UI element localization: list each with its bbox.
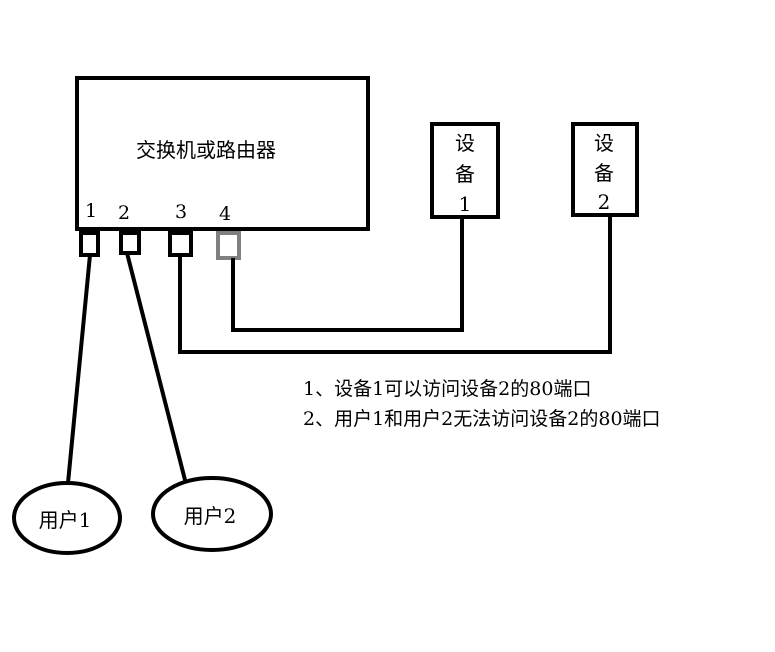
note-1: 1、设备1可以访问设备2的80端口 bbox=[303, 378, 591, 400]
port-2 bbox=[119, 231, 141, 255]
port-1 bbox=[79, 231, 100, 257]
device-1-label-line3: 1 bbox=[459, 192, 472, 216]
device-1-label-line2: 备 bbox=[455, 162, 475, 186]
user-2-label: 用户2 bbox=[184, 504, 237, 528]
user-2-node bbox=[151, 476, 273, 552]
device-2-label-line1: 设 bbox=[594, 131, 614, 155]
wire-port3-device2 bbox=[178, 215, 612, 354]
wire-port4-device1 bbox=[231, 217, 464, 332]
user-1-node bbox=[12, 481, 122, 555]
switch-label: 交换机或路由器 bbox=[136, 138, 276, 162]
device-2-label-line3: 2 bbox=[598, 190, 611, 214]
device-1-box bbox=[430, 122, 500, 219]
port-3 bbox=[168, 231, 193, 257]
port-4 bbox=[216, 231, 241, 260]
note-2: 2、用户1和用户2无法访问设备2的80端口 bbox=[303, 408, 661, 430]
port-label-2: 2 bbox=[118, 202, 130, 224]
device-1-label-line1: 设 bbox=[455, 131, 475, 155]
wire-port1-user1 bbox=[66, 254, 92, 484]
port-label-3: 3 bbox=[175, 201, 187, 223]
wire-port2-user2 bbox=[125, 252, 187, 481]
port-label-4: 4 bbox=[219, 203, 231, 225]
device-2-box bbox=[571, 122, 639, 217]
port-label-1: 1 bbox=[85, 200, 97, 222]
switch-box bbox=[75, 76, 370, 231]
user-1-label: 用户1 bbox=[39, 508, 92, 532]
device-2-label-line2: 备 bbox=[594, 161, 614, 185]
